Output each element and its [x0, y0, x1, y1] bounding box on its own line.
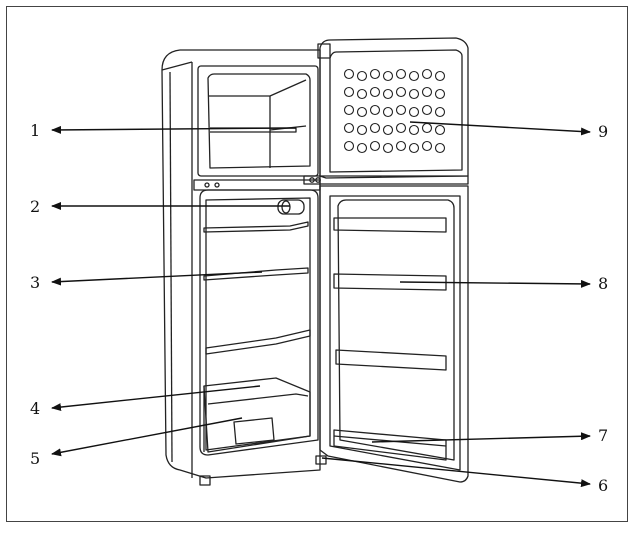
label-2: 2 [30, 197, 41, 216]
door-dimple [434, 106, 446, 118]
diagram-frame [6, 6, 628, 522]
door-dimple [343, 122, 355, 134]
door-dimple [343, 140, 355, 152]
door-dimple [343, 104, 355, 116]
fridge-compartment [199, 189, 327, 465]
label-3: 3 [30, 273, 41, 292]
door-dimple [356, 70, 368, 82]
door-dimple [395, 140, 407, 152]
door-dimple [421, 122, 433, 134]
label-5: 5 [30, 449, 41, 468]
door-dimple [369, 104, 381, 116]
door-dimple [421, 140, 433, 152]
arrow-3 [51, 271, 263, 286]
cabinet-body [161, 49, 321, 486]
label-1: 1 [30, 121, 41, 140]
door-dimple [434, 88, 446, 100]
door-dimple [434, 142, 446, 154]
door-dimple [395, 68, 407, 80]
door-dimple [434, 124, 446, 136]
label-6: 6 [598, 476, 609, 495]
door-dimple [343, 68, 355, 80]
label-8: 8 [598, 274, 609, 293]
door-dimple [408, 142, 420, 154]
door-dimple [382, 106, 394, 118]
door-dimple [356, 124, 368, 136]
control-strip [193, 179, 321, 191]
door-dimple [343, 86, 355, 98]
door-dimple [356, 106, 368, 118]
door-dimple [421, 104, 433, 116]
door-dimple [382, 124, 394, 136]
door-dimple [382, 70, 394, 82]
freezer-door [303, 37, 469, 185]
label-4: 4 [30, 399, 41, 418]
door-dimple [434, 70, 446, 82]
door-dimple [395, 86, 407, 98]
arrow-6 [321, 457, 591, 488]
door-dimple [395, 104, 407, 116]
door-dimple [395, 122, 407, 134]
arrow-5 [51, 417, 243, 457]
arrow-1 [51, 125, 297, 134]
freezer-compartment [197, 65, 319, 177]
door-dimple [369, 68, 381, 80]
door-dimple [356, 142, 368, 154]
arrow-7 [371, 432, 591, 443]
door-dimple [356, 88, 368, 100]
door-dimple [408, 70, 420, 82]
label-9: 9 [598, 122, 609, 141]
door-dimple [421, 68, 433, 80]
label-7: 7 [598, 426, 609, 445]
arrow-8 [399, 279, 591, 288]
door-dimple [369, 140, 381, 152]
door-dimple [408, 88, 420, 100]
door-dimple [421, 86, 433, 98]
door-dimple [369, 86, 381, 98]
arrow-9 [409, 121, 591, 136]
door-dimple [408, 106, 420, 118]
door-dimple [382, 142, 394, 154]
door-dimple [408, 124, 420, 136]
freezer-door-pattern [343, 68, 446, 154]
door-dimple [369, 122, 381, 134]
door-dimple [382, 88, 394, 100]
fridge-door [319, 185, 469, 483]
arrow-4 [51, 385, 261, 412]
